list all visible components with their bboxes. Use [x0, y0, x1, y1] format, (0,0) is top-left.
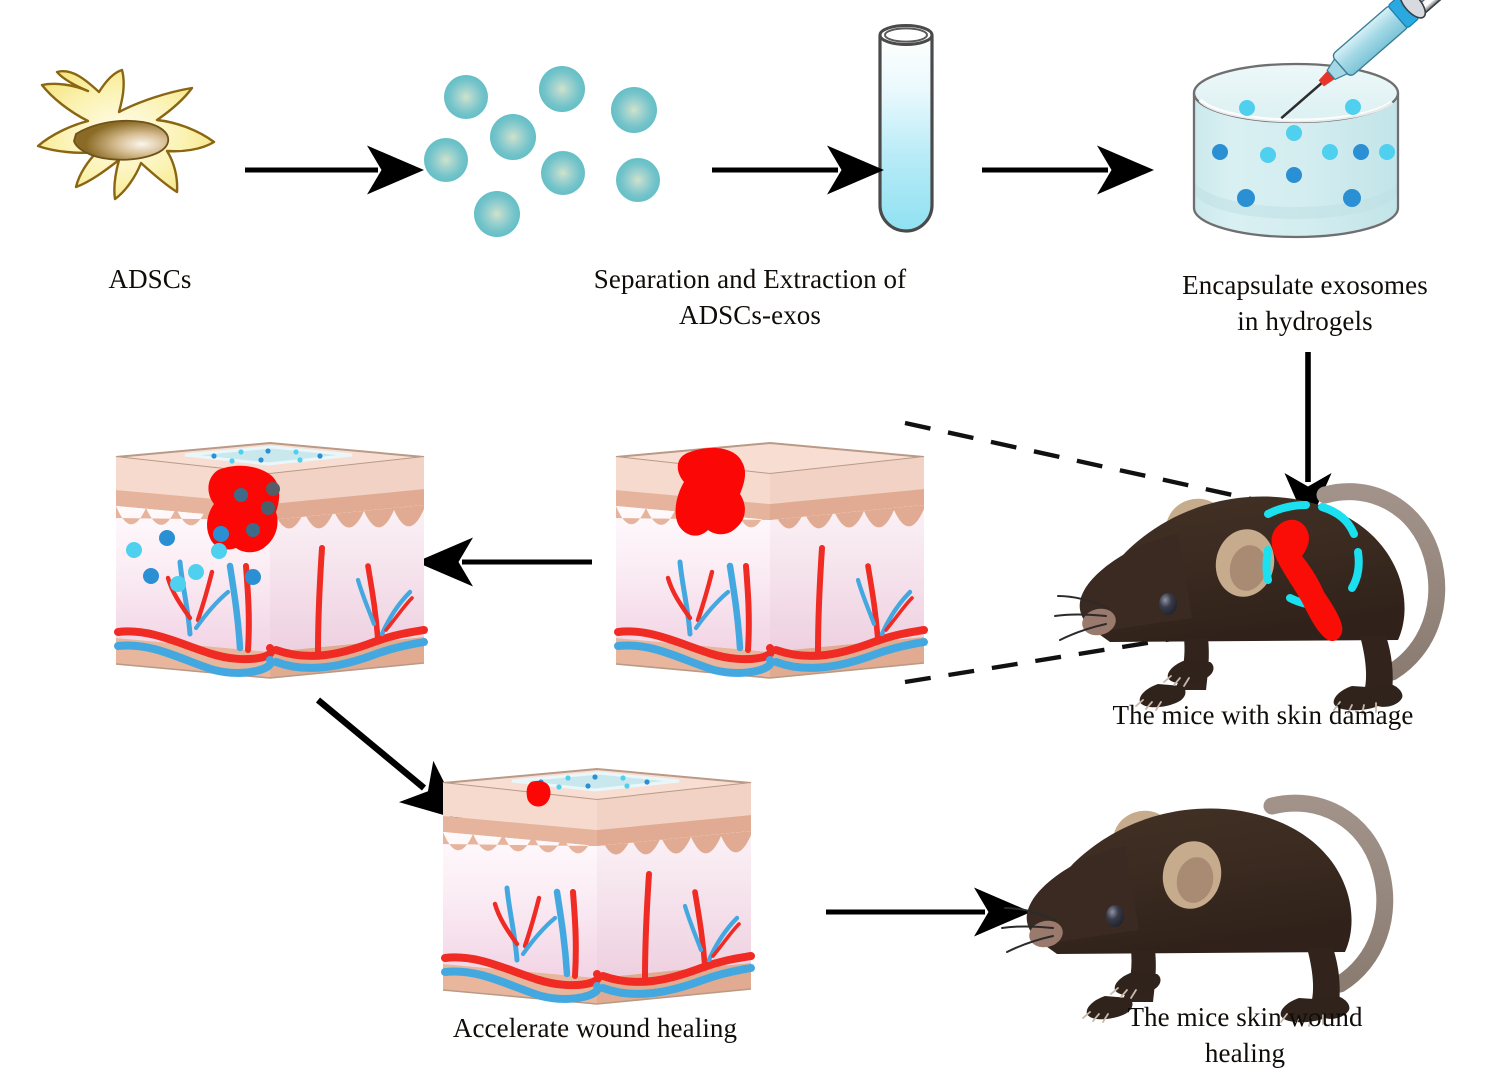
flow-arrows [245, 145, 1332, 937]
mouse-wounded-illustration [1054, 483, 1446, 715]
exosome-particle [616, 158, 660, 202]
residual-wound [526, 780, 551, 807]
hydrogel-rim-highlight [1198, 98, 1394, 123]
syringe-needle [1280, 80, 1325, 120]
rete-ridges-right [770, 505, 924, 529]
skin-epidermis-right [770, 457, 924, 504]
skin-block-healed [441, 767, 755, 1005]
skin-block-treated [114, 441, 428, 679]
mouse-hind-leg [1307, 948, 1340, 1004]
syringe-illustration [1280, 0, 1487, 120]
mouse-ear-inner [1176, 857, 1214, 903]
label-mice-with-skin-damage: The mice with skin damage [1112, 700, 1414, 730]
mouse-eye [1106, 905, 1124, 927]
hydrogel-bottom-edge [1192, 207, 1400, 239]
test-tube-illustration [878, 24, 934, 233]
mouse-ear-inner [1229, 545, 1267, 591]
skin-bottom-edge [115, 662, 425, 679]
wound-embedded-dots [234, 482, 280, 537]
hydrogel-patch-dots [211, 448, 323, 464]
hydrogel-beaker-illustration [1192, 62, 1400, 239]
skin-stratum-left [443, 816, 597, 846]
mouse-whiskers [1001, 907, 1056, 953]
mouse-skin-wound [1271, 519, 1343, 642]
skin-stratum-right [597, 815, 751, 846]
test-tube-fluid [880, 35, 932, 231]
skin-stratum-right [770, 489, 924, 520]
skin-stratum-right [270, 489, 424, 520]
skin-block-wounded [614, 441, 928, 679]
syringe-collar [1399, 0, 1427, 19]
label-accelerate-wound-healing: Accelerate wound healing [452, 1013, 738, 1043]
exosome-particle [474, 191, 520, 237]
mouse-paws [1139, 660, 1403, 711]
label-encapsulate-hydrogels: Encapsulate exosomes in hydrogels [1182, 270, 1428, 336]
blood-vessels-right [599, 871, 755, 998]
exosome-particle [539, 66, 585, 112]
exosome-particle [611, 87, 657, 133]
mouse-tail [1316, 483, 1446, 681]
mouse-whiskers [1054, 595, 1109, 641]
rete-ridges-left [443, 832, 597, 854]
callout-line-top [904, 420, 1311, 515]
label-mice-skin-wound-healing: The mice skin wound healing [1127, 1002, 1363, 1068]
skin-dermis-right [597, 831, 751, 978]
label-adscs: ADSCs [108, 264, 192, 294]
hydrogel-exosome-dots [1212, 99, 1395, 207]
skin-dermis-right [270, 505, 424, 652]
skin-epidermis-right [597, 783, 751, 830]
diffusing-exosome-dots [126, 526, 261, 592]
skin-epidermis-right [270, 457, 424, 504]
blood-vessels-left [441, 885, 603, 1003]
exosome-particle [444, 75, 488, 119]
skin-bottom-edge [442, 988, 752, 1005]
blood-vessels-right [772, 545, 928, 672]
mouse-healed-illustration [1001, 794, 1394, 1027]
skin-dermis-left [616, 506, 770, 652]
test-tube-glass [878, 35, 934, 233]
exosome-particle [541, 151, 585, 195]
mouse-toes [1135, 675, 1377, 715]
skin-bottom-edge [615, 662, 925, 679]
skin-dermis-right [770, 505, 924, 652]
exosome-particle [424, 138, 468, 182]
test-tube-rim-inner [884, 27, 928, 43]
mouse-tail [1263, 794, 1394, 993]
blood-vessels-left [114, 559, 276, 677]
hydrogel-patch-top [184, 445, 353, 466]
mouse-toes [1082, 987, 1324, 1027]
exosome-particle [490, 114, 536, 160]
mouse-hind-leg [1360, 636, 1393, 692]
hydrogel-patch-top [511, 771, 680, 792]
skin-epidermis-left [443, 783, 597, 830]
rete-ridges-right [597, 831, 751, 855]
cell-nucleus [73, 119, 170, 161]
wound-area [675, 447, 746, 536]
rete-ridges-right [270, 505, 424, 529]
blood-vessels-left [614, 559, 776, 677]
mouse-eye [1159, 593, 1177, 615]
mouse-paws [1086, 972, 1350, 1023]
hydrogel-bottom-shade [1194, 178, 1398, 219]
arrow-treated-to-healed [315, 697, 464, 821]
skin-dermis-left [443, 832, 597, 978]
blood-vessels-right [272, 545, 428, 672]
label-separation-extraction: Separation and Extraction of ADSCs-exos [593, 264, 907, 330]
exosome-particle-cluster [424, 66, 660, 237]
adsc-cell-illustration [36, 68, 216, 201]
